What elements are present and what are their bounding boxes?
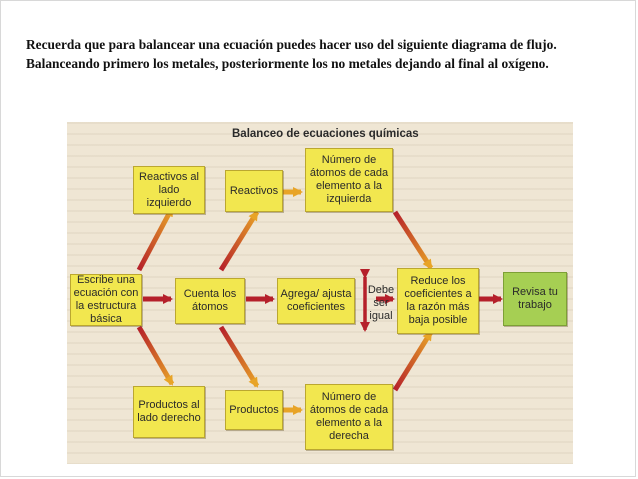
arrow-count-to-reactants (218, 210, 260, 272)
arrow-start-to-products-right (136, 325, 175, 386)
diagram-title: Balanceo de ecuaciones químicas (232, 128, 419, 140)
box-products: Productos (225, 390, 283, 430)
box-atoms-right: Número de átomos de cada elemento a la d… (305, 384, 393, 450)
box-start: Escribe una ecuación con la estructura b… (70, 274, 142, 326)
box-atoms-left: Número de átomos de cada elemento a la i… (305, 148, 393, 212)
box-count-atoms: Cuenta los átomos (175, 278, 245, 324)
box-adjust-coefficients: Agrega/ ajusta coeficientes (277, 278, 355, 324)
intro-text: Recuerda que para balancear una ecuación… (26, 36, 618, 73)
arrow-count-to-products (218, 325, 260, 388)
label-must-be-equal: Debe ser igual (367, 283, 395, 322)
box-reactants-left: Reactivos al lado izquierdo (133, 166, 205, 214)
arrow-atoms-left-to-reduce (392, 210, 434, 270)
arrow-atoms-right-to-reduce (392, 330, 434, 392)
flow-arrows (136, 187, 503, 415)
box-review: Revisa tu trabajo (503, 272, 567, 326)
intro-line-1: Recuerda que para balancear una ecuación… (26, 37, 557, 52)
box-reactants: Reactivos (225, 170, 283, 212)
intro-line-2: Balanceando primero los metales, posteri… (26, 55, 549, 71)
arrow-start-to-reactants-left (136, 206, 175, 272)
box-products-right: Productos al lado derecho (133, 386, 205, 438)
box-reduce: Reduce los coeficientes a la razón más b… (397, 268, 479, 334)
flowchart-photo: Balanceo de ecuaciones químicas (67, 122, 573, 464)
